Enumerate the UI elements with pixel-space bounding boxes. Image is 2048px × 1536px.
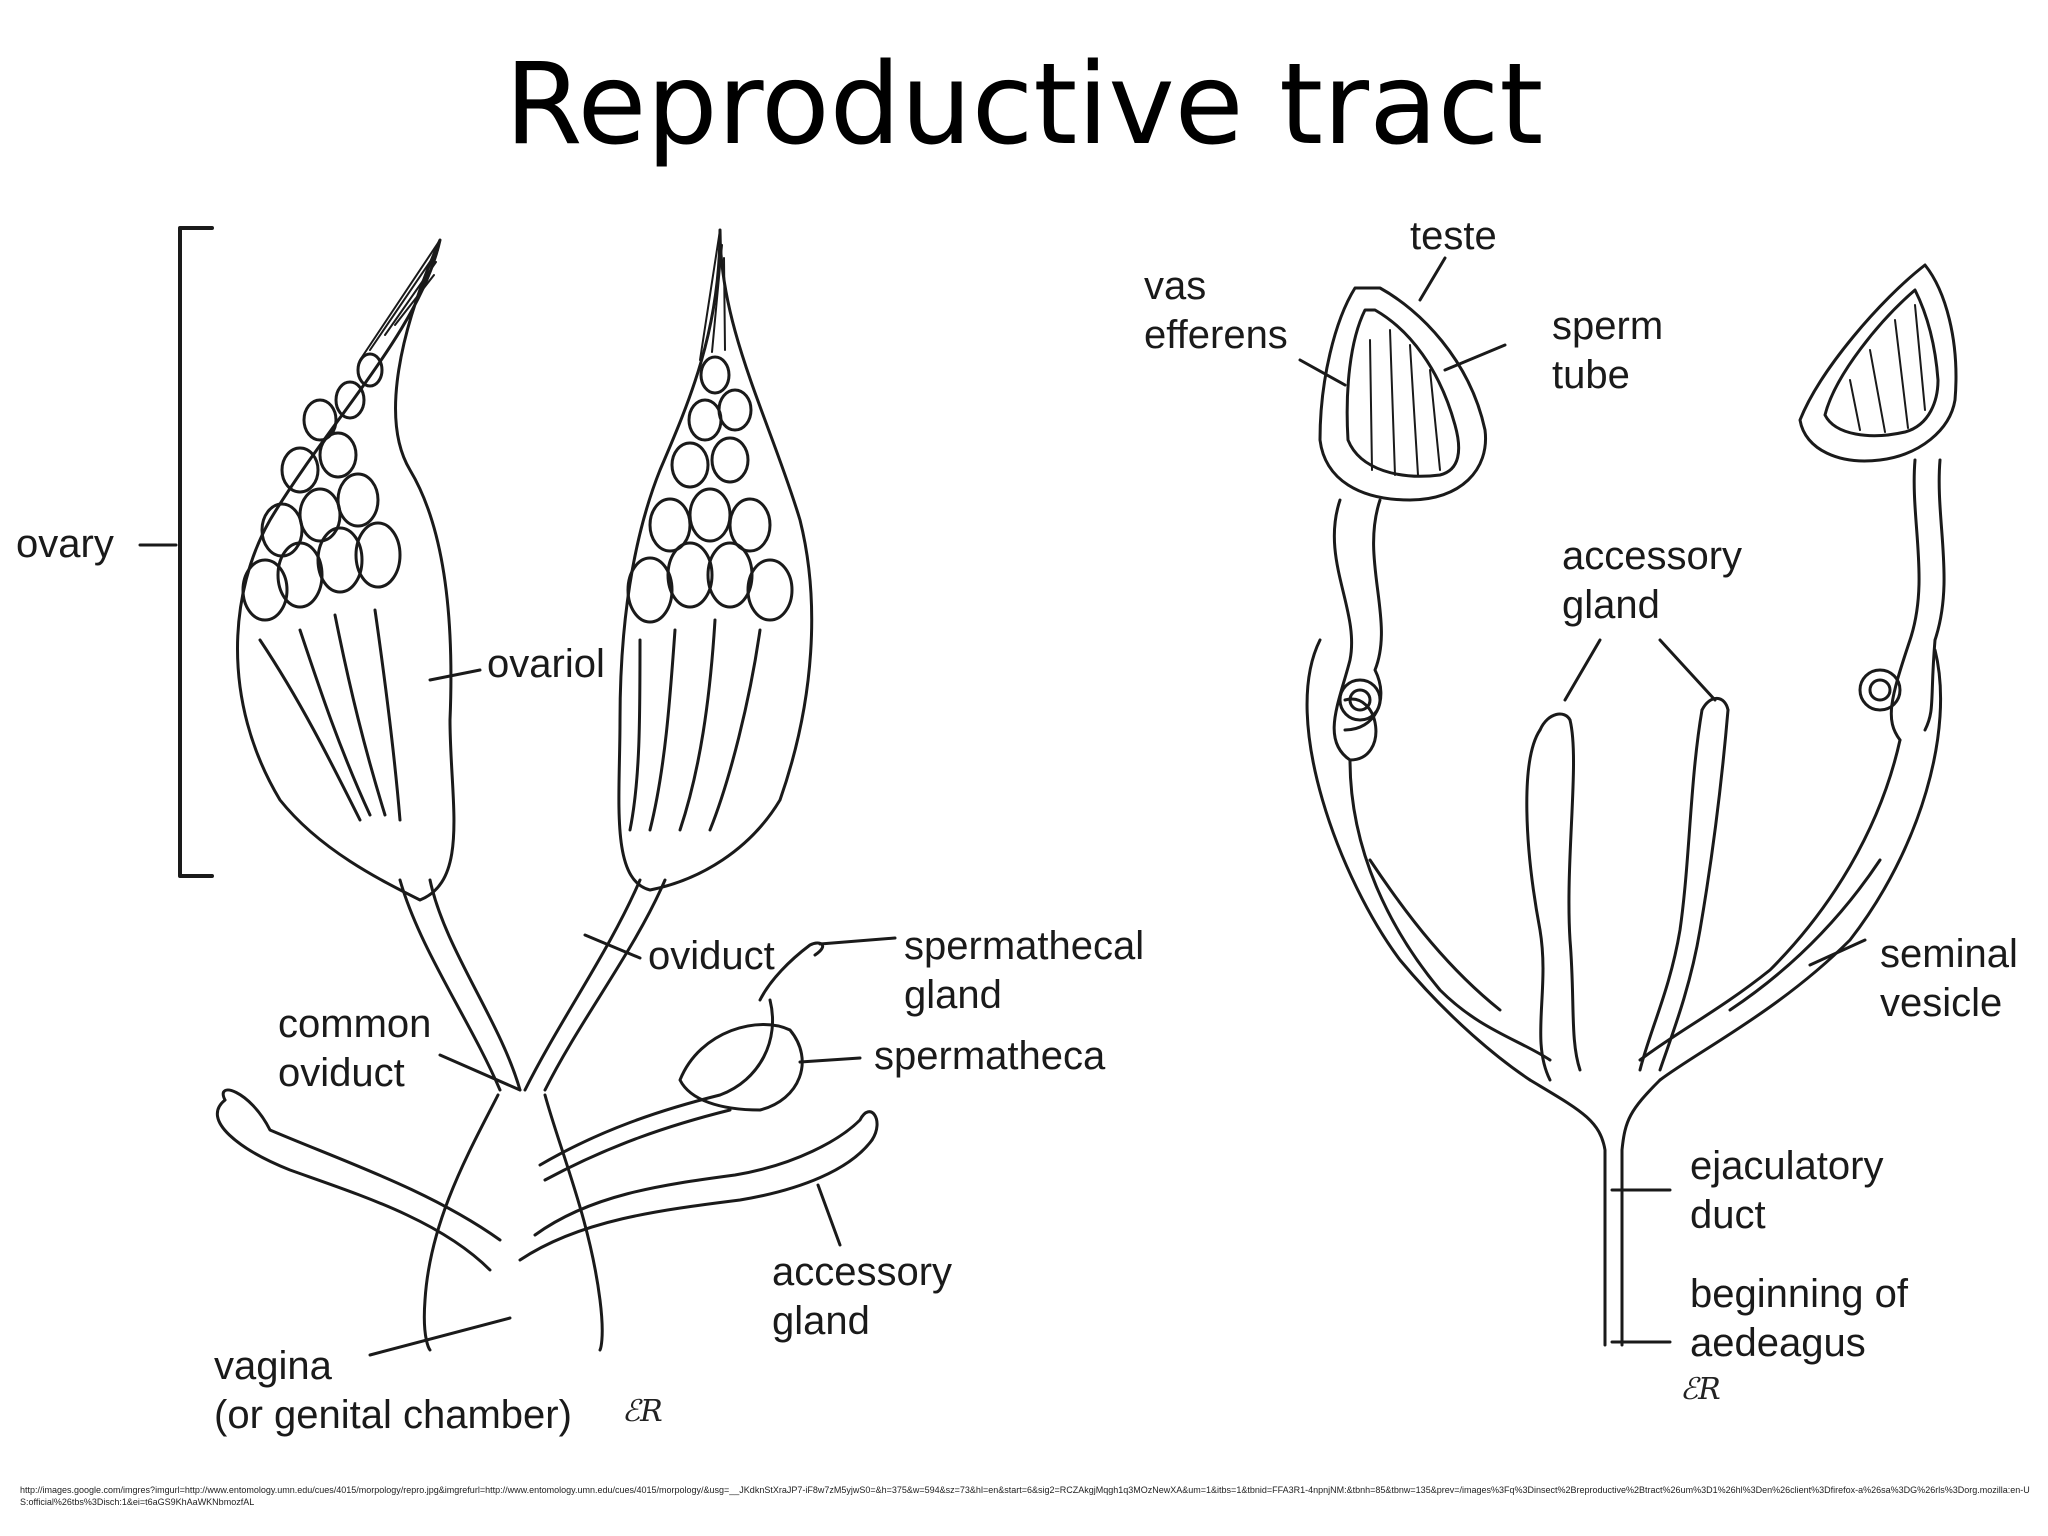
left-coil — [1338, 678, 1382, 722]
right-testis — [1798, 263, 1958, 463]
label-spermatheca: spermatheca — [874, 1034, 1106, 1078]
label-oviduct: oviduct — [648, 934, 775, 978]
label-vagina: vagina(or genital chamber) — [214, 1344, 572, 1437]
spermatheca-duct — [538, 998, 775, 1167]
left-accessory-gland — [216, 1098, 492, 1272]
male-reproductive-tract — [1298, 256, 1958, 1347]
ovary-bracket — [178, 226, 214, 878]
right-accessory-gland-male — [1638, 708, 1704, 1072]
label-ovariol: ovariol — [487, 642, 605, 686]
signature-female: ℰR — [622, 1394, 663, 1429]
source-url[interactable]: http://images.google.com/imgres?imgurl=h… — [20, 1485, 2030, 1507]
ejaculatory-duct — [1528, 1078, 1607, 1347]
right-accessory-gland — [518, 1138, 874, 1262]
label-ovary: ovary — [16, 522, 114, 566]
signature-male: ℰR — [1680, 1372, 1721, 1407]
spermathecal-gland-duct — [758, 941, 825, 1002]
female-reproductive-tract — [138, 226, 897, 1357]
right-ovary — [617, 228, 814, 892]
slide-title: Reproductive tract — [504, 40, 1544, 170]
right-seminal-vesicle — [1728, 858, 1882, 1012]
left-vas-deferens — [1332, 498, 1378, 762]
spermatheca — [678, 1022, 804, 1112]
label-teste: teste — [1410, 214, 1497, 258]
left-ovary — [236, 238, 456, 902]
right-oviduct — [523, 878, 642, 1092]
left-seminal-vesicle — [1368, 858, 1502, 1012]
left-egg-cluster — [241, 352, 402, 622]
left-testis — [1318, 286, 1488, 502]
left-oviduct — [398, 878, 502, 1092]
right-egg-cluster — [626, 355, 794, 624]
genital-chamber — [422, 1093, 500, 1352]
right-coil — [1858, 668, 1902, 712]
right-vas-deferens — [1889, 458, 1921, 742]
left-accessory-gland-male — [1525, 728, 1552, 1082]
